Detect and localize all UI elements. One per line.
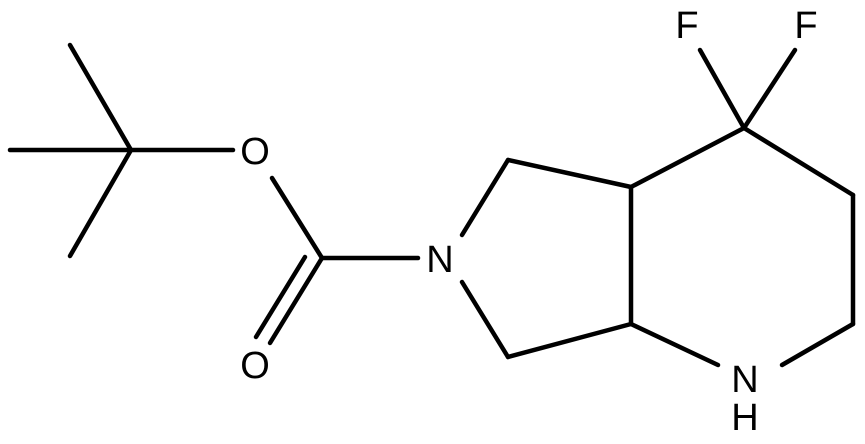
- atom-amine-hydrogen: H: [731, 397, 758, 439]
- bond-ring-nitrogen-to-upper-ch2: [459, 157, 511, 238]
- bond-amine-to-junction: [628, 321, 721, 368]
- bond-carbonyl-double-outer: [267, 255, 325, 346]
- bond-ring-nitrogen-to-lower-ch2: [459, 279, 511, 360]
- bond-cf2-to-fluorine-left: [697, 47, 747, 131]
- bond-tbu-top-methyl: [67, 42, 134, 153]
- atom-amine-nitrogen: N: [731, 359, 758, 401]
- bond-cf2-to-fluorine-right: [741, 47, 798, 131]
- atom-ester-oxygen: O: [240, 131, 270, 173]
- bond-carbonyl-double-inner: [253, 254, 308, 340]
- bond-junction-to-cf2: [628, 125, 747, 190]
- atom-carbonyl-oxygen: O: [240, 345, 270, 387]
- bond-ester-oxygen-to-carbonyl: [269, 175, 325, 261]
- bond-cf2-to-ch2: [741, 125, 856, 198]
- bond-upper-ch2-to-junction: [505, 157, 634, 190]
- atom-ring-nitrogen: N: [426, 239, 453, 281]
- bond-tbu-bottom-methyl: [67, 147, 134, 259]
- atom-fluorine-right: F: [794, 5, 817, 47]
- bond-ch2-to-amine: [779, 321, 856, 368]
- bond-lower-ch2-to-junction: [505, 321, 634, 360]
- atom-fluorine-left: F: [675, 5, 698, 47]
